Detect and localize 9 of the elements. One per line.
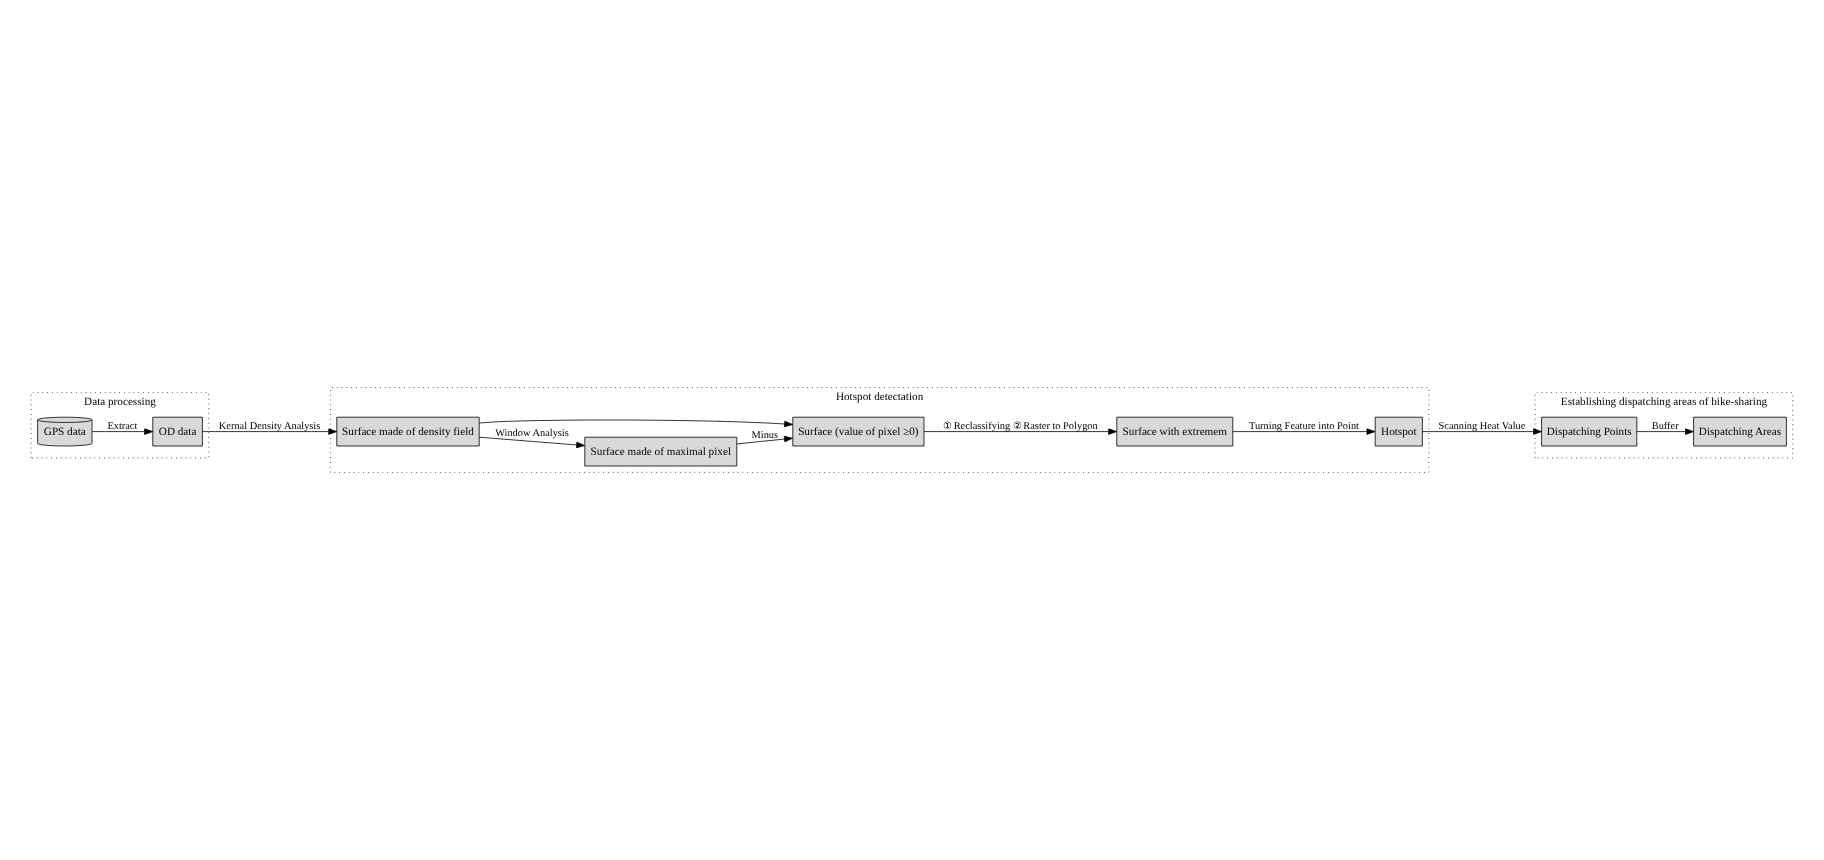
- arrow: [1636, 428, 1694, 435]
- arrow: [91, 428, 154, 435]
- arrow: [479, 436, 585, 449]
- arrow: [478, 419, 793, 428]
- arrow: [736, 435, 793, 445]
- arrow: [923, 428, 1118, 435]
- arrow: [1232, 428, 1376, 435]
- arrow: [1422, 428, 1542, 435]
- arrow: [202, 428, 338, 435]
